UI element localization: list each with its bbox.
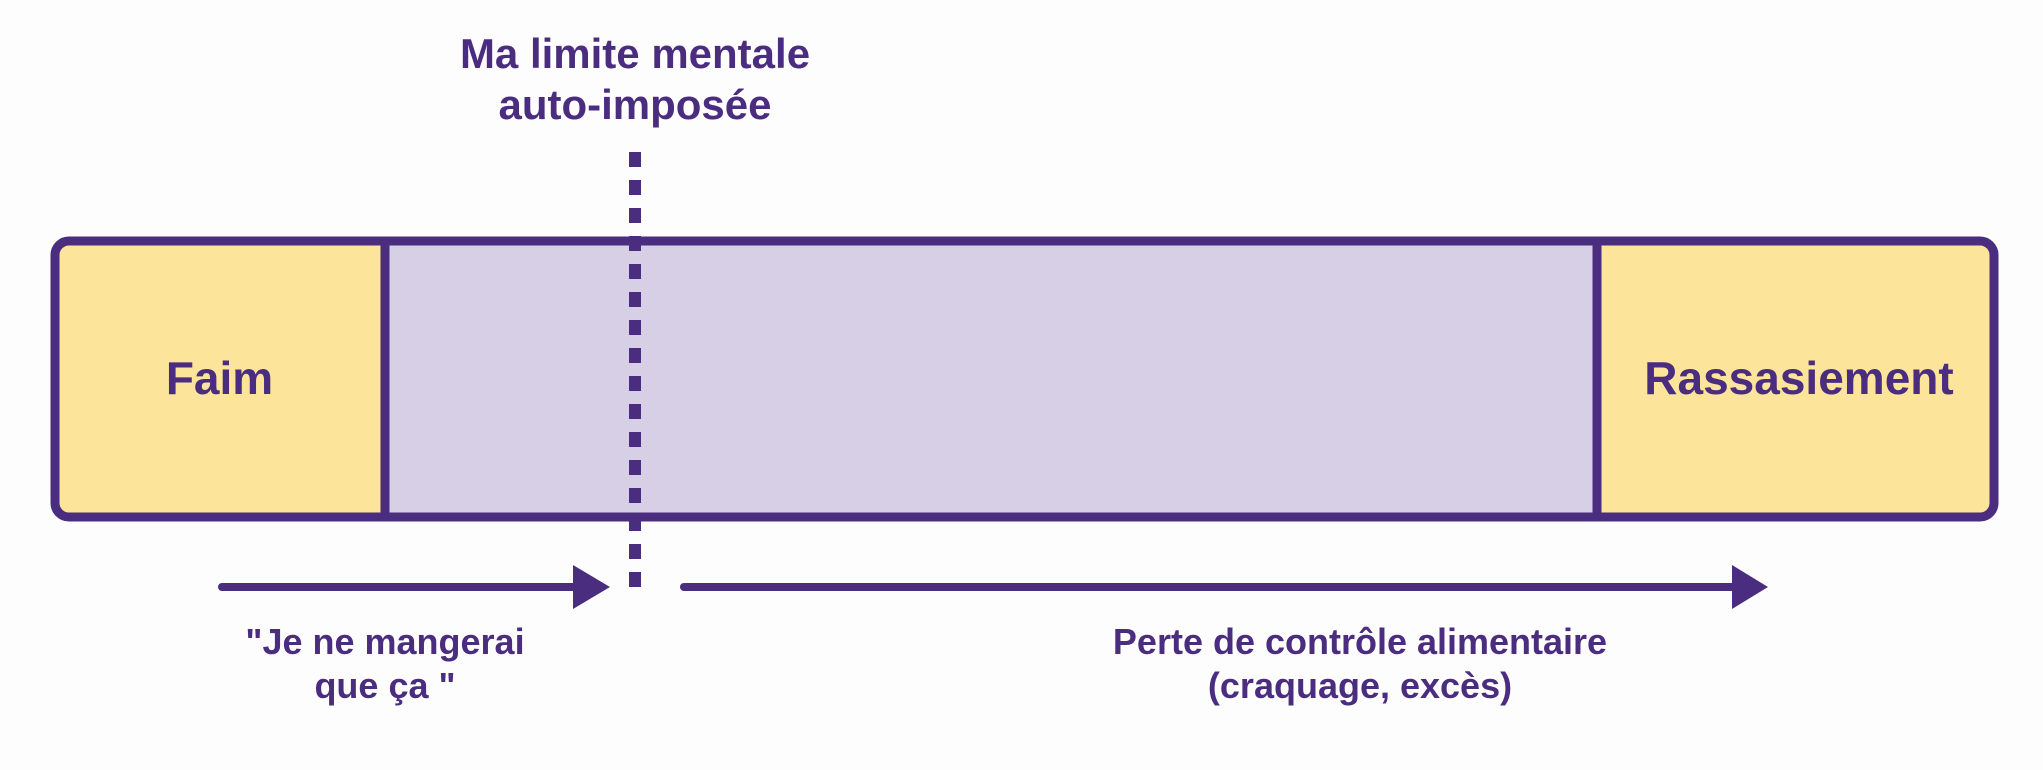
restriction-caption: "Je ne mangerai que ça " bbox=[185, 620, 585, 708]
hunger-label: Faim bbox=[165, 352, 274, 404]
satiety-zone bbox=[1597, 241, 1994, 517]
mental-limit-title: Ma limite mentale auto-imposée bbox=[355, 28, 915, 130]
loss-of-control-caption: Perte de contrôle alimentaire (craquage,… bbox=[1010, 620, 1710, 708]
mental-limit-title-line1: Ma limite mentale bbox=[459, 30, 811, 77]
restriction-caption-line2: que ça " bbox=[314, 664, 456, 706]
restriction-arrow-head bbox=[573, 565, 610, 609]
loss-of-control-caption-line1: Perte de contrôle alimentaire bbox=[1112, 621, 1608, 662]
satiety-label: Rassasiement bbox=[1644, 352, 1954, 404]
middle-zone bbox=[385, 241, 1597, 517]
hunger-zone bbox=[55, 241, 385, 517]
loss-of-control-caption-line2: (craquage, excès) bbox=[1207, 664, 1513, 706]
loss-of-control-arrow-head bbox=[1732, 565, 1768, 609]
scale-bar-fills bbox=[55, 241, 1994, 517]
mental-limit-title-line2: auto-imposée bbox=[498, 81, 772, 129]
restriction-caption-line1: "Je ne mangerai bbox=[245, 621, 525, 662]
scale-bar-outline bbox=[50, 236, 1999, 522]
